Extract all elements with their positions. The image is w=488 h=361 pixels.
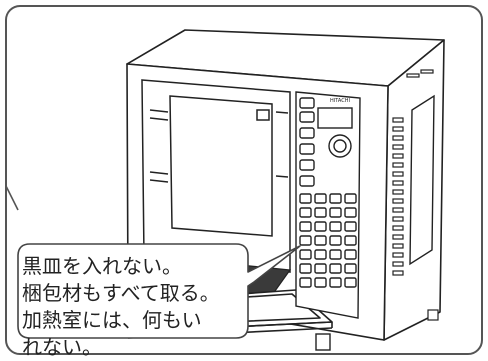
oven-cavity — [141, 79, 291, 273]
note-line: れない。 — [22, 335, 102, 359]
panel-button[interactable] — [299, 127, 315, 139]
panel-button[interactable] — [299, 97, 315, 109]
frame-notch — [5, 185, 19, 211]
panel-button[interactable] — [299, 143, 315, 155]
panel-button[interactable] — [299, 175, 315, 187]
note-line: 黒皿を入れない。 — [22, 254, 182, 278]
side-foot — [427, 309, 439, 321]
note-line: 加熱室には、何もい — [22, 308, 202, 332]
side-panel — [409, 94, 435, 266]
instruction-note: 黒皿を入れない。 梱包材もすべて取る。 加熱室には、何もい れない。 — [22, 253, 252, 359]
note-line: 梱包材もすべて取る。 — [22, 281, 220, 305]
panel-button[interactable] — [299, 159, 315, 171]
control-panel: HITACHI — [295, 91, 361, 319]
panel-button[interactable] — [299, 111, 315, 123]
speech-bubble — [17, 243, 301, 339]
front-foot — [315, 333, 331, 351]
display-window — [317, 107, 353, 129]
button-grid[interactable] — [299, 193, 357, 288]
maker-logo: HITACHI — [330, 98, 350, 104]
side-vents — [392, 69, 434, 276]
